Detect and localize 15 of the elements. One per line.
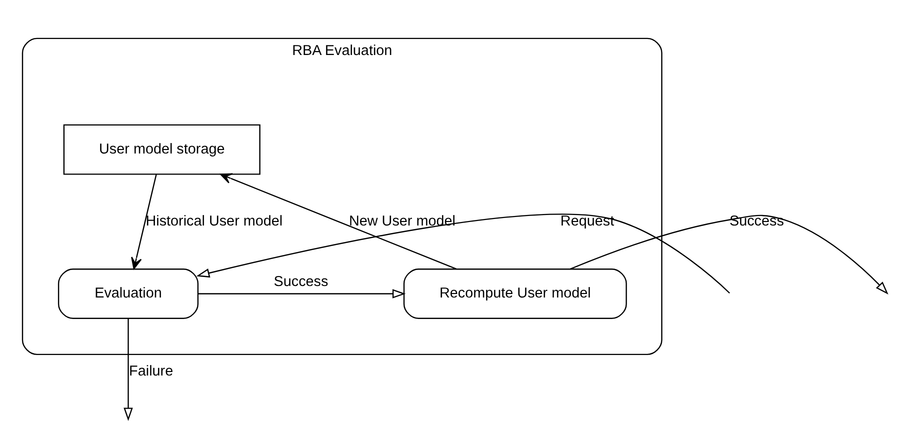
arrow xyxy=(198,288,406,298)
arrow xyxy=(131,174,157,269)
node-box: Recompute User model xyxy=(403,268,627,318)
edge-label: Request xyxy=(560,212,614,229)
node-box: Evaluation xyxy=(58,268,199,318)
arrow xyxy=(124,318,133,420)
edge-label: Success xyxy=(274,274,328,290)
edge-label: New User model xyxy=(348,212,456,229)
node-box: User model storage xyxy=(63,124,260,174)
arrow xyxy=(196,213,730,294)
edge-label: Historical User model xyxy=(146,212,283,229)
edge-label: Failure xyxy=(129,363,174,380)
arrow xyxy=(570,214,888,294)
arrow xyxy=(220,172,457,269)
edge-label: Success xyxy=(729,212,784,229)
